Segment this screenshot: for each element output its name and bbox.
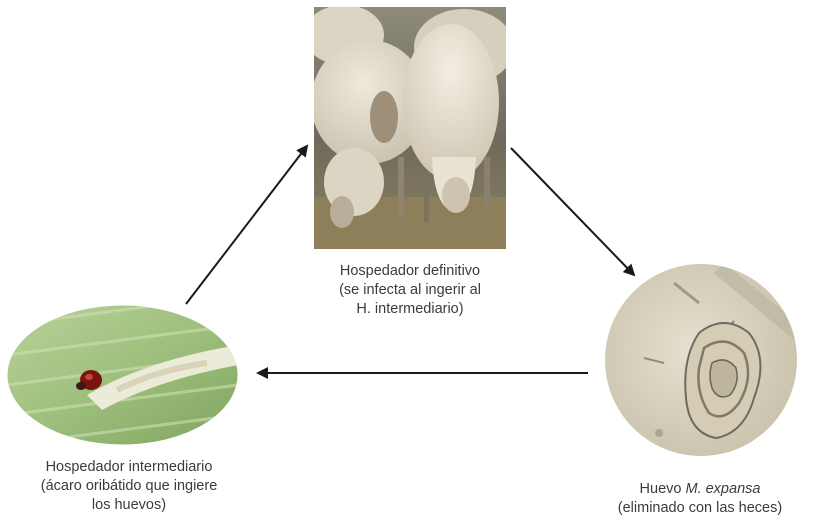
arrow-mite-to-host: [186, 146, 307, 304]
intermediate-host-caption-line: (ácaro oribátido que ingiere: [0, 477, 258, 496]
sheep-photo: [314, 7, 506, 249]
definitive-host-caption-line: (se infecta al ingerir al: [300, 281, 520, 300]
intermediate-host-caption-line: los huevos): [0, 496, 258, 515]
definitive-host-caption: Hospedador definitivo (se infecta al ing…: [300, 262, 520, 319]
intermediate-host-caption: Hospedador intermediario (ácaro oribátid…: [0, 458, 258, 515]
egg-caption-line-1: Huevo M. expansa: [586, 480, 814, 499]
intermediate-host-caption-line: Hospedador intermediario: [0, 458, 258, 477]
mite-photo: [7, 305, 238, 445]
definitive-host-caption-line: Hospedador definitivo: [300, 262, 520, 281]
arrow-host-to-egg: [511, 148, 634, 275]
egg-micrograph: [604, 263, 798, 457]
egg-caption: Huevo M. expansa (eliminado con las hece…: [586, 480, 814, 518]
definitive-host-caption-line: H. intermediario): [300, 300, 520, 319]
egg-caption-line-2: (eliminado con las heces): [586, 499, 814, 518]
egg-caption-species: M. expansa: [685, 481, 760, 497]
egg-caption-prefix: Huevo: [640, 481, 686, 497]
